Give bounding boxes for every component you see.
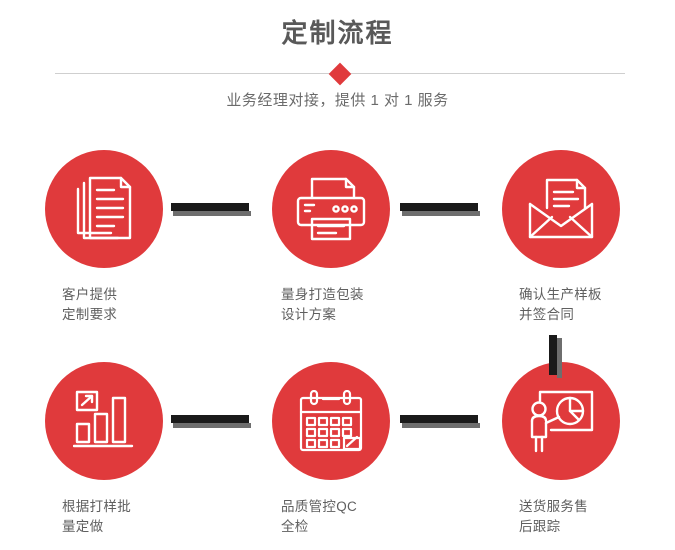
flow-step-3[interactable]: 确认生产样板 并签合同: [484, 150, 659, 325]
connector-bar: [400, 203, 478, 211]
presenter-pie-chart-icon: [526, 389, 596, 453]
flow-step-1-badge: [45, 150, 163, 268]
bar-chart-growth-icon: [73, 390, 135, 452]
flow-step-4[interactable]: 根据打样批 量定做: [27, 362, 202, 537]
documents-stack-icon: [73, 176, 135, 242]
connector-bar: [400, 415, 478, 423]
connector-shadow: [173, 211, 251, 216]
flow-step-6-label: 送货服务售 后跟踪: [519, 499, 588, 534]
connector-step5-step6: [400, 415, 480, 428]
connector-shadow: [173, 423, 251, 428]
flow-step-4-badge: [45, 362, 163, 480]
connector-step4-step5: [171, 415, 251, 428]
flow-step-5-label: 品质管控QC 全检: [281, 499, 358, 534]
printer-icon: [296, 177, 366, 241]
flow-step-6[interactable]: 送货服务售 后跟踪: [484, 362, 659, 537]
title-divider: [55, 62, 625, 86]
connector-step2-step3: [400, 203, 480, 216]
flow-step-3-badge: [502, 150, 620, 268]
connector-bar: [171, 203, 249, 211]
flow-step-2[interactable]: 量身打造包装 设计方案: [254, 150, 429, 325]
connector-step1-step2: [171, 203, 251, 216]
flow-step-5-badge: [272, 362, 390, 480]
page-header: 定制流程 业务经理对接，提供 1 对 1 服务: [0, 0, 675, 130]
flow-step-1[interactable]: 客户提供 定制要求: [27, 150, 202, 325]
flow-step-5[interactable]: 品质管控QC 全检: [254, 362, 429, 537]
diamond-marker-icon: [328, 62, 352, 86]
page-title: 定制流程: [281, 18, 394, 48]
envelope-document-icon: [525, 178, 597, 240]
process-flow: 客户提供 定制要求: [0, 130, 675, 550]
connector-shadow: [402, 423, 480, 428]
flow-step-2-label: 量身打造包装 设计方案: [281, 287, 364, 322]
flow-step-4-label: 根据打样批 量定做: [62, 499, 131, 534]
flow-step-6-badge: [502, 362, 620, 480]
connector-bar: [549, 335, 557, 375]
page-subtitle: 业务经理对接，提供 1 对 1 服务: [226, 92, 449, 109]
flow-step-1-label: 客户提供 定制要求: [62, 287, 118, 322]
connector-shadow: [557, 338, 562, 378]
flow-step-3-label: 确认生产样板 并签合同: [519, 287, 602, 322]
calendar-check-icon: [298, 390, 364, 452]
connector-bar: [171, 415, 249, 423]
flow-step-2-badge: [272, 150, 390, 268]
connector-step3-step6: [549, 335, 562, 378]
connector-shadow: [402, 211, 480, 216]
